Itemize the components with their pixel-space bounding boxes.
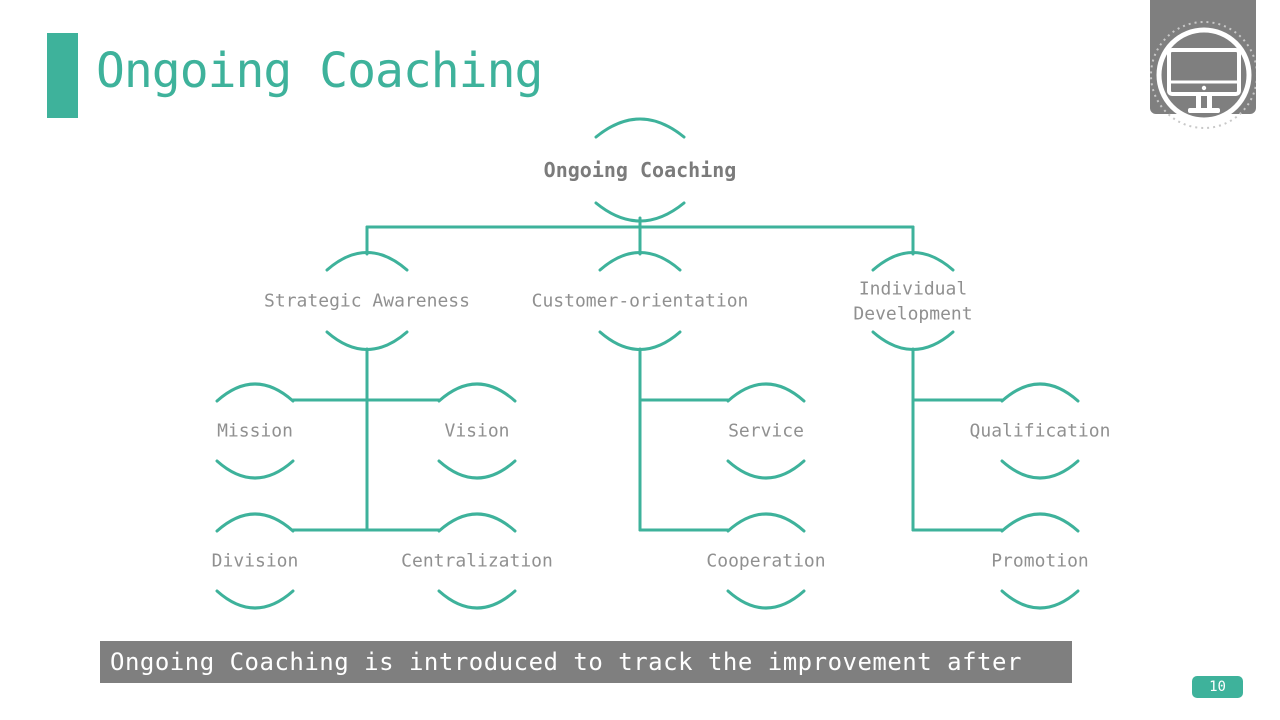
node-label-mission: Mission [217,421,293,442]
node-arc-individual-development [871,251,955,351]
node-label-centralization: Centralization [401,551,553,572]
title-accent-bar [47,33,78,118]
monitor-glyph [1167,48,1241,113]
node-label-customer-orientation: Customer-orientation [532,291,749,312]
node-labels: Ongoing Coaching Strategic Awareness Cus… [212,158,1111,572]
icon-circle [1156,27,1252,123]
footer-text: Ongoing Coaching is introduced to track … [110,648,1022,676]
corner-badge-background-top [1150,0,1256,14]
node-arcs [215,117,1080,610]
node-label-division: Division [212,551,299,572]
node-label-promotion: Promotion [991,551,1089,572]
node-label-individual: Individual [859,279,967,300]
node-label-development: Development [853,304,972,325]
corner-badge [1150,0,1258,132]
page-number: 10 [1209,679,1226,695]
node-label-qualification: Qualification [970,421,1111,442]
connector-lines [291,216,1004,532]
monitor-icon [1150,0,1258,129]
node-label-vision: Vision [444,421,509,442]
node-label-strategic-awareness: Strategic Awareness [264,291,470,312]
page-number-badge: 10 [1192,676,1243,698]
page-title: Ongoing Coaching [96,43,543,99]
node-label-root: Ongoing Coaching [544,158,737,182]
node-label-cooperation: Cooperation [706,551,825,572]
footer-banner: Ongoing Coaching is introduced to track … [100,641,1072,683]
node-label-service: Service [728,421,804,442]
